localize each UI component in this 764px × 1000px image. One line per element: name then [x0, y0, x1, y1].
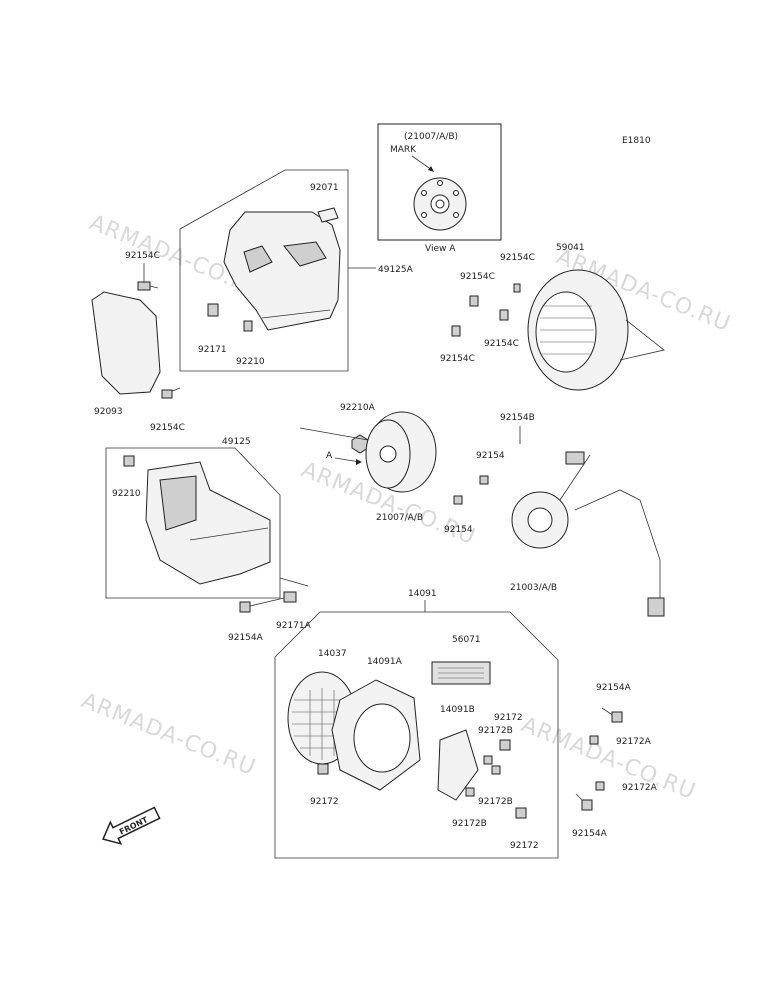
part-number-label: 92172 [494, 713, 523, 723]
part-number-label: 49125 [222, 437, 251, 447]
svg-text:A: A [326, 451, 333, 461]
part-number-label: 92154C [500, 253, 535, 263]
part-number-label: 92210 [112, 489, 141, 499]
part-number-label: 56071 [452, 635, 481, 645]
gasket-group: 92093 92154C 92154C [91, 251, 185, 433]
part-number-label: 92154B [500, 413, 535, 423]
part-number-label: 92172B [478, 797, 513, 807]
part-number-label: 92210 [236, 357, 265, 367]
cooling-fan: 59041 92154C 92154C 92154C 92154C [440, 243, 665, 391]
part-number-label: 21007/A/B [376, 513, 423, 523]
mark-label: MARK [390, 145, 417, 155]
side-fasteners: 92154A 92172A 92172A 92154A [572, 683, 658, 839]
part-number-label: 92172B [478, 726, 513, 736]
part-number-label: 92154A [572, 829, 608, 839]
part-number-label: 14037 [318, 649, 347, 659]
part-number-label: 92154C [440, 354, 475, 364]
watermark: ARMADA-CO.RU [518, 712, 699, 805]
part-number-label: 14091B [440, 705, 475, 715]
part-number-label: 14091A [367, 657, 403, 667]
part-number-label: 92154A [228, 633, 264, 643]
part-number-label: 92154A [596, 683, 632, 693]
rotor: 92210A A 21007/A/B [299, 403, 437, 523]
front-arrow-icon: FRONT [102, 806, 161, 845]
part-number-label: 92210A [340, 403, 376, 413]
diagram-id: E1810 [622, 136, 651, 146]
shroud-lower-group: 49125 92210 92154A 92171A [105, 437, 312, 643]
part-number-label: 92154C [150, 423, 185, 433]
part-number-label: 92171A [276, 621, 312, 631]
part-number-label: 92172 [310, 797, 339, 807]
stator: 92154B 92154 92154 21003/A/B [444, 413, 665, 617]
part-number-label: 21003/A/B [510, 583, 557, 593]
part-number-label: 92154C [125, 251, 160, 261]
view-a-inset: (21007/A/B) MARK View A [377, 123, 502, 254]
view-caption: View A [425, 244, 456, 254]
part-number-label: 49125A [378, 265, 414, 275]
shroud-upper-group: 92071 49125A 92171 92210 [179, 169, 414, 372]
part-number-label: 92154 [476, 451, 505, 461]
part-number-label: 92154 [444, 525, 473, 535]
part-number-label: 14091 [408, 589, 437, 599]
part-number-label: 92172A [622, 783, 658, 793]
part-number-label: 59041 [556, 243, 585, 253]
housing-group: 14091 14037 14091A 56071 14091B 92172 92… [274, 589, 559, 859]
part-number-label: 92172B [452, 819, 487, 829]
part-number-label: 92071 [310, 183, 339, 193]
part-number-label: 92093 [94, 407, 123, 417]
view-header: (21007/A/B) [404, 132, 458, 142]
part-number-label: 92171 [198, 345, 227, 355]
watermark: ARMADA-CO.RU [78, 688, 259, 781]
part-number-label: 92172A [616, 737, 652, 747]
part-number-label: 92172 [510, 841, 539, 851]
part-number-label: 92154C [460, 272, 495, 282]
part-number-label: 92154C [484, 339, 519, 349]
